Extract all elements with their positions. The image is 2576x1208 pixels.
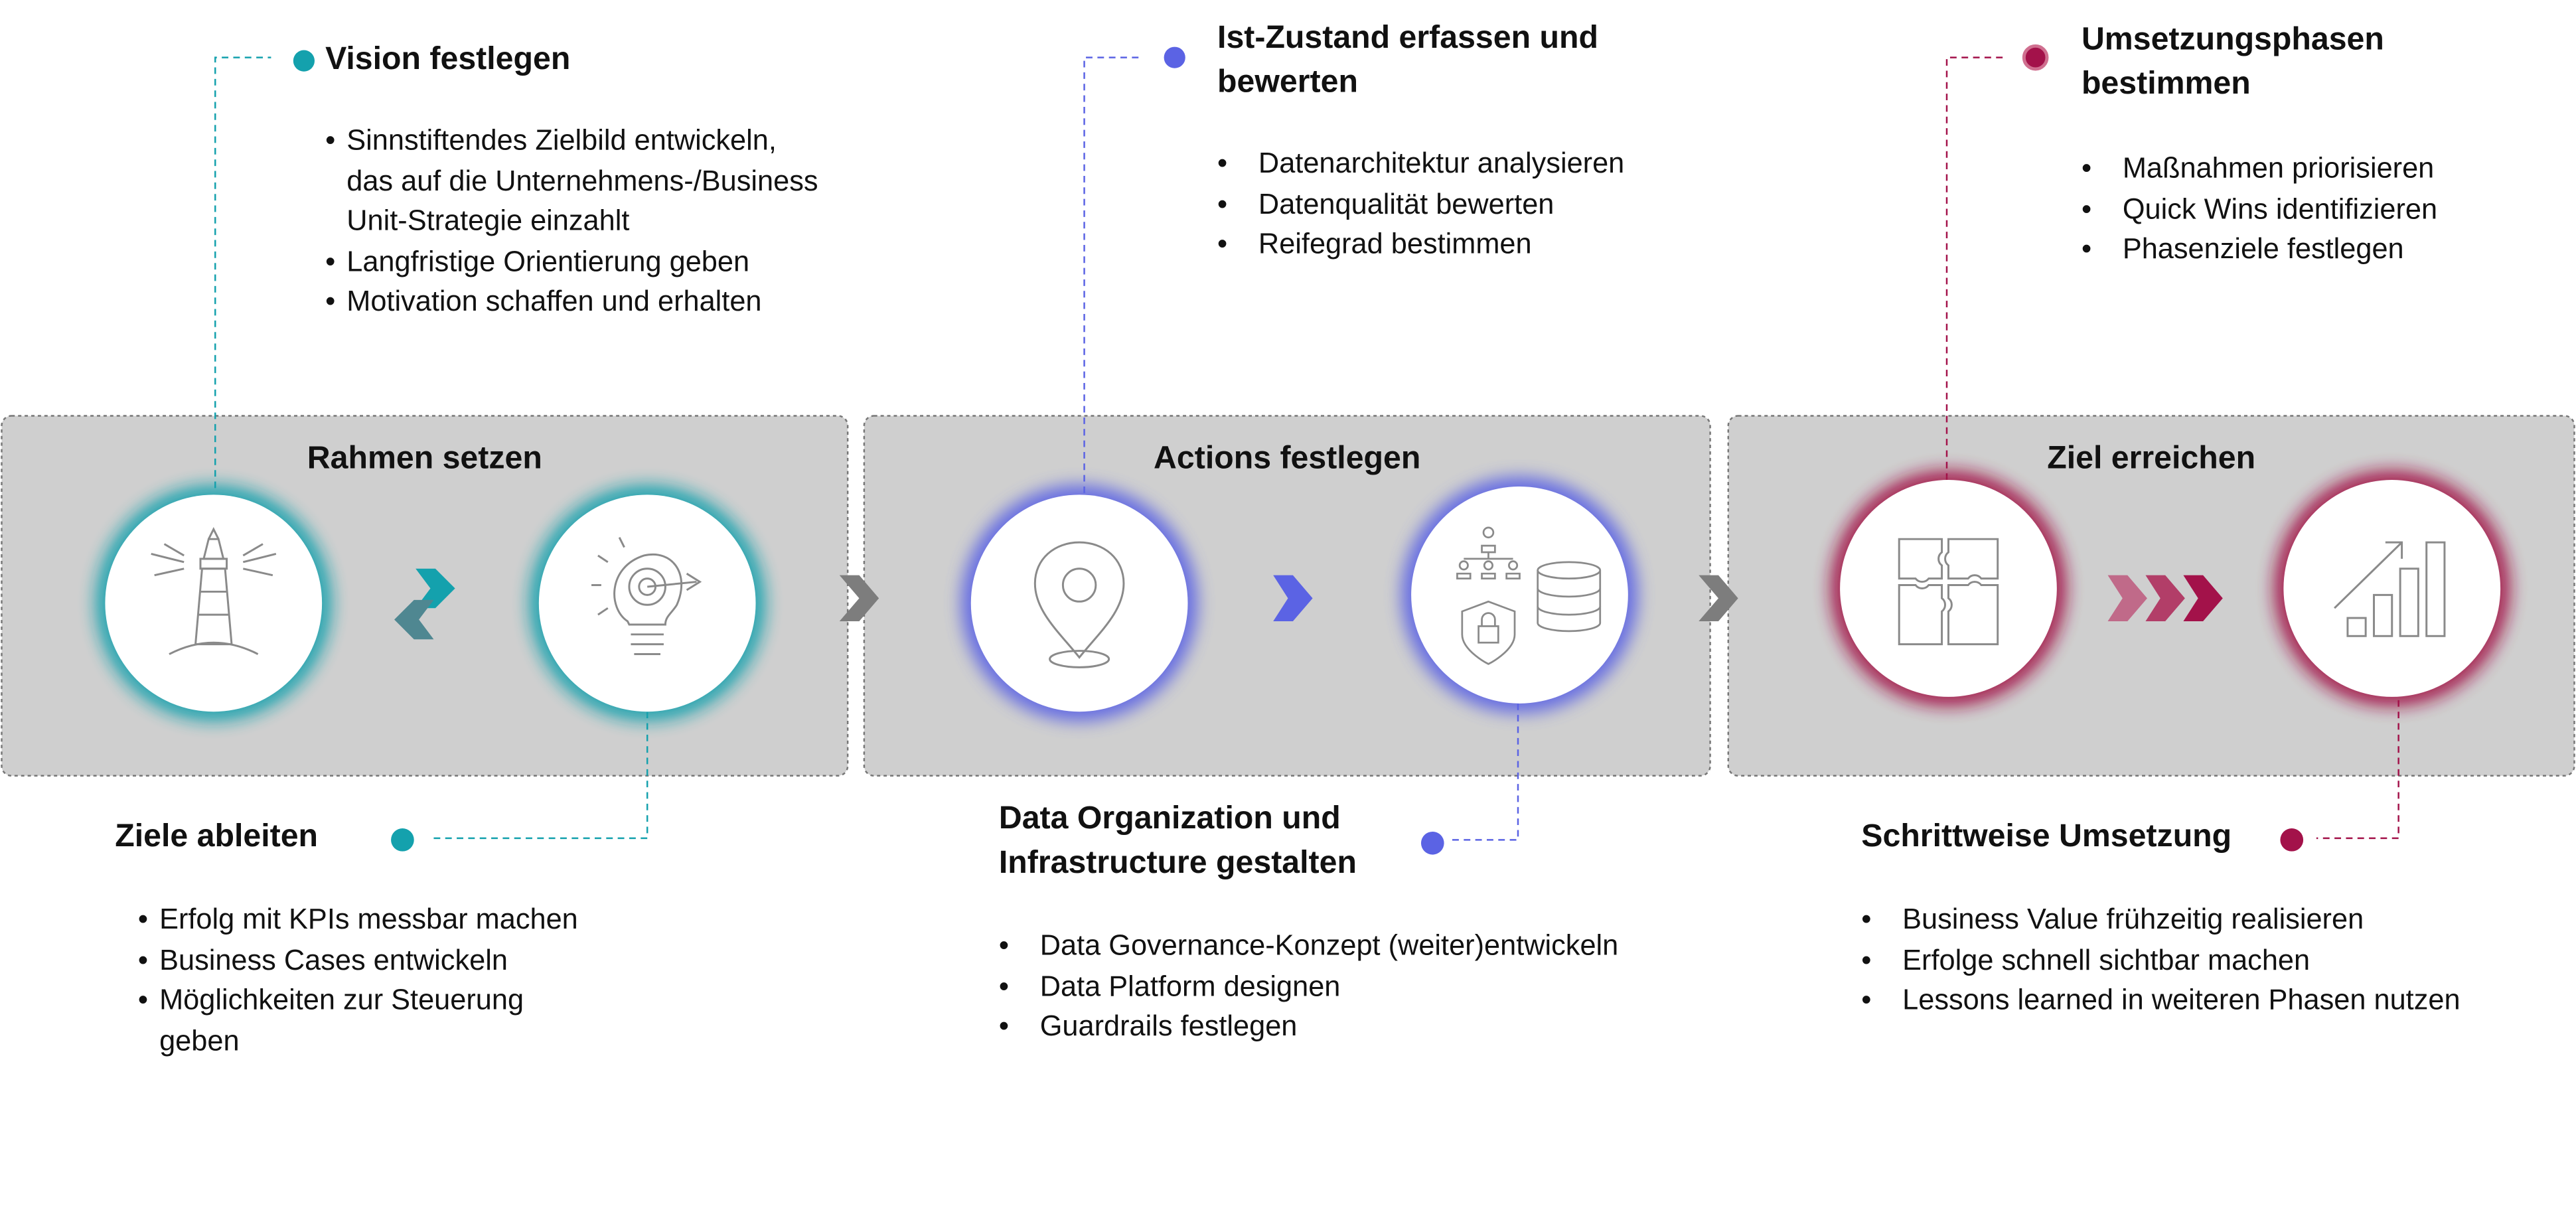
callout-title: Vision festlegen [325, 40, 571, 78]
callout-data-org: Data Organization und Infrastructure ges… [999, 797, 1722, 1046]
bullet-item: Data Platform designen [999, 966, 1722, 1006]
callout-vision: Vision festlegen Sinnstiftendes Zielbild… [325, 38, 818, 321]
growth-bar-chart-icon [2334, 541, 2446, 637]
bullet-item: Datenarchitektur analysieren [1217, 143, 1726, 183]
org-chart-database-lock-icon [1456, 526, 1602, 665]
bullet-list: Sinnstiftendes Zielbild entwickeln, das … [325, 120, 818, 321]
connector-vision [214, 56, 271, 489]
bullet-item: Quick Wins identifizieren [2082, 189, 2558, 229]
location-pin-circle [960, 485, 1198, 722]
callout-ist: Ist-Zustand erfassen und bewerten Datena… [1217, 17, 1726, 264]
lighthouse-circle [95, 485, 332, 722]
bullet-item: Maßnahmen priorisieren [2082, 148, 2558, 189]
org-data-circle [1401, 477, 1638, 714]
phase-title-ziel: Ziel erreichen [2047, 440, 2256, 477]
phase-title-actions: Actions festlegen [1154, 440, 1421, 477]
bullet-list: Datenarchitektur analysieren Datenqualit… [1217, 143, 1726, 264]
marker-dot-schritt [2280, 828, 2304, 852]
bullet-item: Sinnstiftendes Zielbild entwickeln, das … [325, 120, 818, 241]
puzzle-circle [1830, 470, 2067, 707]
puzzle-icon [1898, 538, 1999, 646]
growth-chart-circle [2273, 470, 2510, 707]
callout-title: Ist-Zustand erfassen und bewerten [1217, 19, 1598, 101]
callout-title: Umsetzungsphasen bestimmen [2081, 21, 2384, 102]
bullet-list: Erfolg mit KPIs messbar machen Business … [138, 899, 581, 1060]
bullet-item: Data Governance-Konzept (weiter)entwicke… [999, 925, 1722, 966]
connector-ist [1083, 56, 1144, 493]
phase-title-rahmen: Rahmen setzen [307, 440, 542, 477]
callout-schritt: Schrittweise Umsetzung Business Value fr… [1861, 815, 2567, 1019]
connector-schritt [2316, 700, 2399, 840]
bullet-list: Business Value frühzeitig realisieren Er… [1861, 899, 2567, 1019]
callout-title: Schrittweise Umsetzung [1861, 818, 2232, 855]
connector-phasen [1945, 56, 2008, 481]
triple-chevron-icon [2107, 575, 2223, 622]
marker-dot-ziele [391, 828, 414, 852]
bullet-item: Erfolg mit KPIs messbar machen [138, 899, 581, 939]
bullet-item: Möglichkeiten zur Steuerung geben [138, 980, 581, 1060]
location-pin-icon [1033, 541, 1125, 668]
bullet-item: Reifegrad bestimmen [1217, 224, 1726, 264]
lightbulb-target-icon [591, 537, 702, 656]
callout-phasen: Umsetzungsphasen bestimmen Maßnahmen pri… [2082, 18, 2558, 269]
bullet-item: Langfristige Orientierung geben [325, 241, 818, 281]
bullet-list: Maßnahmen priorisieren Quick Wins identi… [2082, 148, 2558, 269]
bullet-item: Lessons learned in weiteren Phasen nutze… [1861, 980, 2567, 1020]
callout-title: Ziele ableiten [115, 818, 319, 855]
bullet-item: Guardrails festlegen [999, 1006, 1722, 1046]
bullet-item: Erfolge schnell sichtbar machen [1861, 939, 2567, 980]
marker-dot-vision [293, 50, 315, 72]
callout-title: Data Organization und Infrastructure ges… [998, 800, 1357, 881]
marker-dot-data-org [1420, 831, 1444, 855]
lighthouse-icon [151, 527, 277, 655]
lightbulb-circle [528, 485, 766, 722]
bullet-item: Datenqualität bewerten [1217, 183, 1726, 224]
bullet-list: Data Governance-Konzept (weiter)entwicke… [999, 925, 1722, 1046]
marker-dot-ist [1164, 46, 1185, 68]
bullet-item: Business Value frühzeitig realisieren [1861, 899, 2567, 939]
bullet-item: Motivation schaffen und erhalten [325, 281, 818, 321]
bullet-item: Phasenziele festlegen [2082, 228, 2558, 269]
connector-ziele [430, 712, 648, 840]
bullet-item: Business Cases entwickeln [138, 939, 581, 980]
marker-dot-phasen [2022, 44, 2049, 71]
callout-ziele: Ziele ableiten Erfolg mit KPIs messbar m… [115, 815, 608, 1060]
